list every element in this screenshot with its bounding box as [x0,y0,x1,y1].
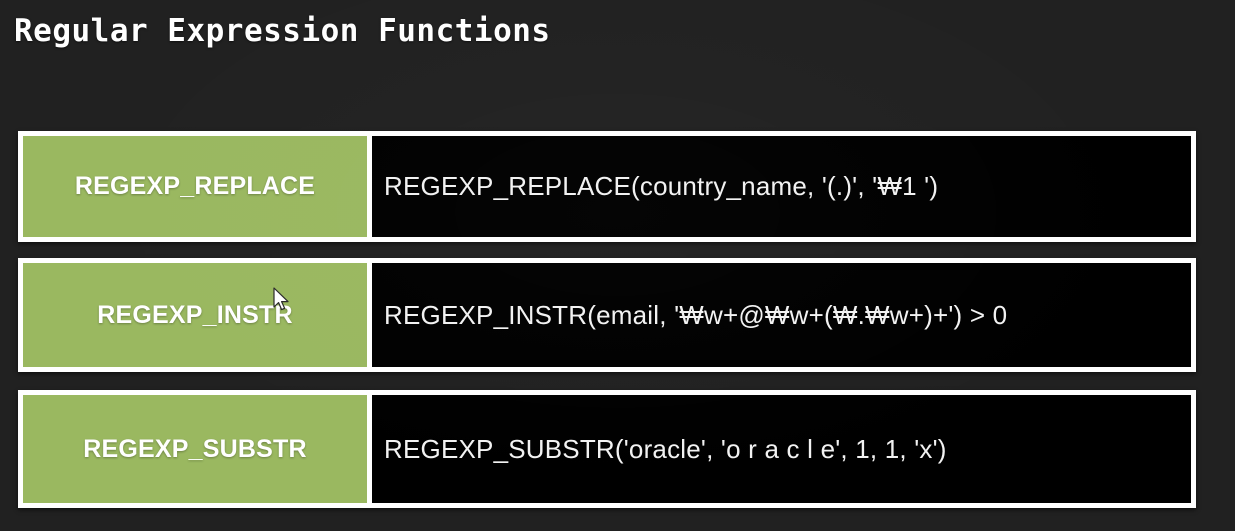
function-example-cell: REGEXP_REPLACE(country_name, '(.)', '₩1 … [372,136,1191,237]
function-name-cell: REGEXP_SUBSTR [23,395,367,503]
page-title: Regular Expression Functions [14,13,551,49]
table-row: REGEXP_INSTR REGEXP_INSTR(email, '₩w+@₩w… [18,258,1196,372]
table-row: REGEXP_REPLACE REGEXP_REPLACE(country_na… [18,131,1196,242]
function-name-cell: REGEXP_REPLACE [23,136,367,237]
function-example-cell: REGEXP_INSTR(email, '₩w+@₩w+(₩.₩w+)+') >… [372,263,1191,367]
function-name-cell: REGEXP_INSTR [23,263,367,367]
table-row: REGEXP_SUBSTR REGEXP_SUBSTR('oracle', 'o… [18,390,1196,508]
function-example-cell: REGEXP_SUBSTR('oracle', 'o r a c l e', 1… [372,395,1191,503]
